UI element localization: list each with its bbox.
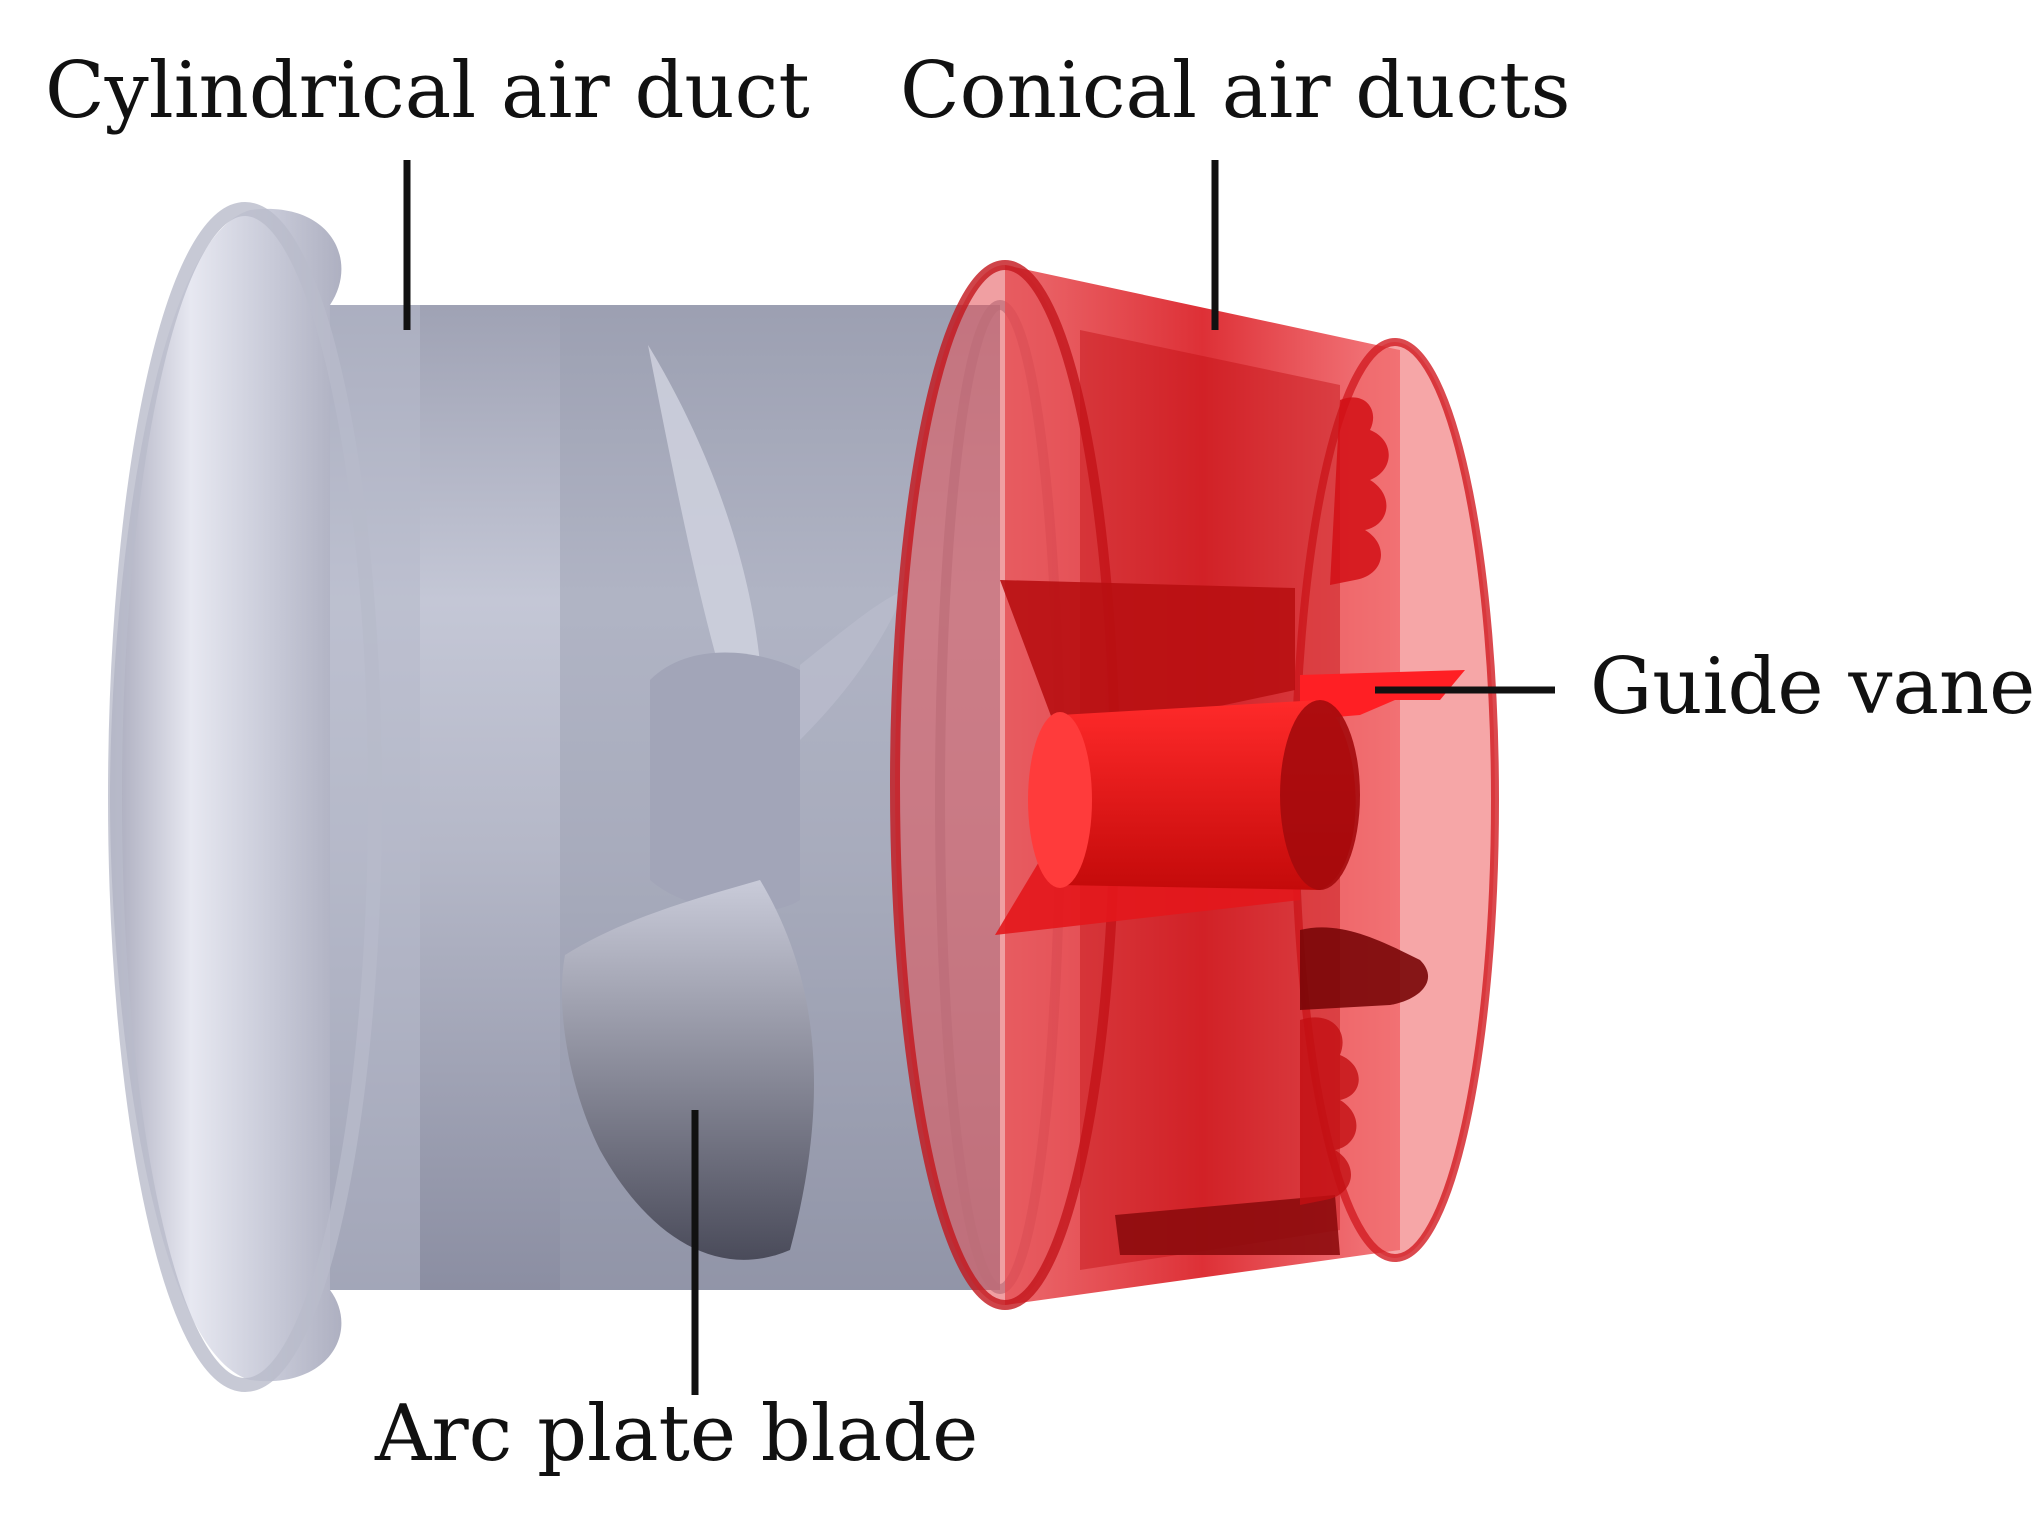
vane-guide-fin bbox=[1300, 670, 1465, 720]
cone-front-rim bbox=[895, 265, 1115, 1305]
hub-body bbox=[1060, 700, 1356, 890]
cylindrical-air-duct bbox=[108, 202, 1065, 1392]
bellmouth-flare bbox=[110, 208, 342, 1382]
vane-serrated-upper bbox=[1330, 397, 1389, 585]
vane-serrated-lower bbox=[1300, 927, 1429, 1010]
arc-plate-blades bbox=[561, 345, 905, 1260]
blade-right bbox=[800, 590, 905, 740]
label-guide-vane: Guide vane bbox=[1590, 642, 2035, 732]
label-conical-air-ducts: Conical air ducts bbox=[900, 46, 1571, 136]
hub-rear-dome bbox=[1280, 700, 1360, 890]
blade-lower bbox=[561, 880, 814, 1260]
duct-joint-band bbox=[330, 305, 420, 1290]
label-arc-plate-blade: Arc plate blade bbox=[375, 1389, 979, 1479]
fan-hub bbox=[1028, 700, 1360, 890]
vane-bottom bbox=[1115, 1195, 1340, 1255]
label-cylindrical-air-duct: Cylindrical air duct bbox=[45, 46, 810, 136]
hub-face bbox=[1028, 712, 1092, 888]
blade-hub bbox=[650, 652, 800, 912]
leader-lines bbox=[403, 160, 1555, 1395]
vane-serrated-bottom bbox=[1300, 1017, 1359, 1205]
vane-upper bbox=[1000, 580, 1295, 740]
